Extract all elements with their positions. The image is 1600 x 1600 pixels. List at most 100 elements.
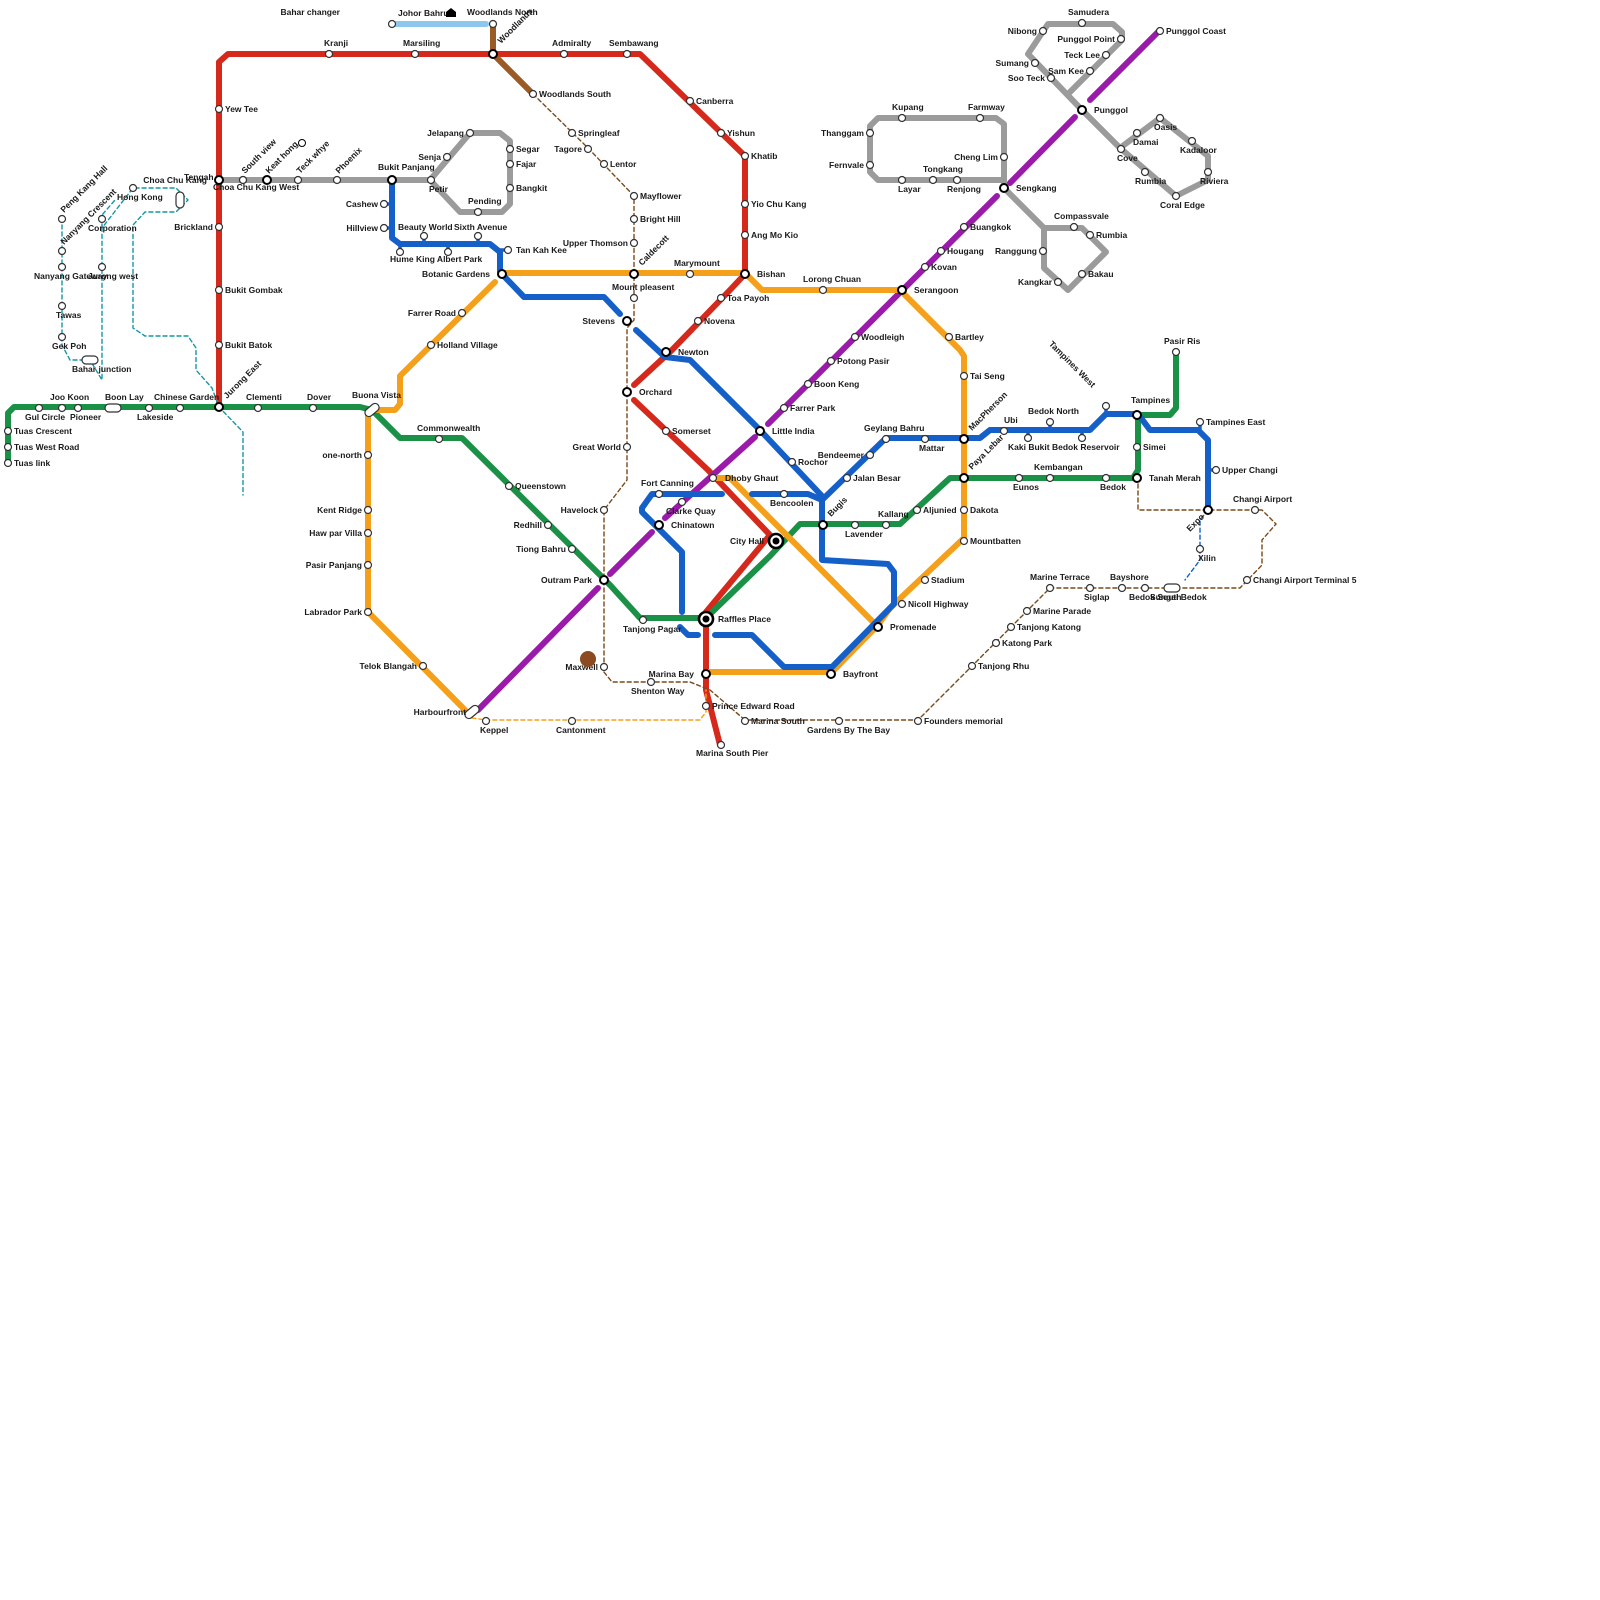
nanyang-gateway-station[interactable]	[57, 262, 67, 272]
bugis-station[interactable]	[818, 520, 828, 530]
little-india-station[interactable]	[755, 426, 765, 436]
tai-seng-station[interactable]	[959, 371, 969, 381]
bedok-north-station[interactable]	[1045, 417, 1055, 427]
senja-station[interactable]	[442, 152, 452, 162]
hume-station[interactable]	[395, 247, 405, 257]
bukit-panjang-station[interactable]	[387, 175, 397, 185]
pioneer-station[interactable]	[73, 403, 83, 413]
toa-payoh-station[interactable]	[716, 293, 726, 303]
paya-lebar-station[interactable]	[959, 473, 969, 483]
bahar-junction-station[interactable]	[81, 355, 99, 365]
jurong-east-station[interactable]	[214, 402, 224, 412]
teck-lee-station[interactable]	[1101, 50, 1111, 60]
yishun-station[interactable]	[716, 128, 726, 138]
kent-ridge-station[interactable]	[363, 505, 373, 515]
jelapang-station[interactable]	[465, 128, 475, 138]
aljunied-station[interactable]	[912, 505, 922, 515]
bayfront-station[interactable]	[826, 669, 836, 679]
gul-circle-station[interactable]	[34, 403, 44, 413]
shenton-way-station[interactable]	[646, 677, 656, 687]
beauty-world-station[interactable]	[419, 231, 429, 241]
clarke-quay-station[interactable]	[677, 497, 687, 507]
lorong-chuan-station[interactable]	[818, 285, 828, 295]
bayshore-station[interactable]	[1117, 583, 1127, 593]
farrer-park-station[interactable]	[779, 403, 789, 413]
nibong-station[interactable]	[1038, 26, 1048, 36]
telok-blangah-station[interactable]	[418, 661, 428, 671]
segar-station[interactable]	[505, 144, 515, 154]
redhill-station[interactable]	[543, 520, 553, 530]
samudera-station[interactable]	[1077, 18, 1087, 28]
upper-changi-station[interactable]	[1211, 465, 1221, 475]
marine-parade-station[interactable]	[1022, 606, 1032, 616]
mountbatten-station[interactable]	[959, 536, 969, 546]
great-world-station[interactable]	[622, 442, 632, 452]
holland-village-station[interactable]	[426, 340, 436, 350]
damai-station[interactable]	[1132, 128, 1142, 138]
lavender-station[interactable]	[850, 520, 860, 530]
bangkit-station[interactable]	[505, 183, 515, 193]
pasir-panjang-station[interactable]	[363, 560, 373, 570]
sembawang-station[interactable]	[622, 49, 632, 59]
changi-t5-station[interactable]	[1242, 575, 1252, 585]
gek-poh-station[interactable]	[57, 332, 67, 342]
one-north-station[interactable]	[363, 450, 373, 460]
tagore-station[interactable]	[583, 144, 593, 154]
rochor-station[interactable]	[787, 457, 797, 467]
tampines-west-station[interactable]	[1101, 401, 1111, 411]
tiong-bahru-station[interactable]	[567, 544, 577, 554]
phoenix-station[interactable]	[332, 175, 342, 185]
farrer-road-station[interactable]	[457, 308, 467, 318]
woodleigh-station[interactable]	[850, 332, 860, 342]
admiralty-station[interactable]	[559, 49, 569, 59]
potong-pasir-station[interactable]	[826, 356, 836, 366]
tampines-station[interactable]	[1132, 410, 1142, 420]
bencoolen-station[interactable]	[779, 489, 789, 499]
queenstown-station[interactable]	[504, 481, 514, 491]
mayflower-station[interactable]	[629, 191, 639, 201]
geylang-bahru-station[interactable]	[881, 434, 891, 444]
fort-canning-station[interactable]	[654, 489, 664, 499]
marymount-station[interactable]	[685, 269, 695, 279]
cheng-lim-station[interactable]	[999, 152, 1009, 162]
kranji-station[interactable]	[324, 49, 334, 59]
macpherson-station[interactable]	[959, 434, 969, 444]
farmway-station[interactable]	[975, 113, 985, 123]
siglap-station[interactable]	[1085, 583, 1095, 593]
bakau-station[interactable]	[1077, 269, 1087, 279]
fernvale-station[interactable]	[865, 160, 875, 170]
bukit-gombak-station[interactable]	[214, 285, 224, 295]
commonwealth-station[interactable]	[434, 434, 444, 444]
katong-park-station[interactable]	[991, 638, 1001, 648]
layar-station[interactable]	[897, 175, 907, 185]
somerset-station[interactable]	[661, 426, 671, 436]
jalan-besar-station[interactable]	[842, 473, 852, 483]
tuas-crescent-station[interactable]	[3, 426, 13, 436]
south-view-station[interactable]	[238, 175, 248, 185]
choa-chu-kang-station[interactable]	[214, 175, 224, 185]
jurong-west-station[interactable]	[97, 262, 107, 272]
changi-airport-station[interactable]	[1250, 505, 1260, 515]
maxwell-station[interactable]	[599, 662, 609, 672]
canberra-station[interactable]	[685, 96, 695, 106]
tampines-east-station[interactable]	[1195, 417, 1205, 427]
mattar-station[interactable]	[920, 434, 930, 444]
compassvale-station[interactable]	[1069, 222, 1079, 232]
keat-hong-station[interactable]	[262, 175, 272, 185]
joo-koon-station[interactable]	[57, 403, 67, 413]
hougang-station[interactable]	[936, 246, 946, 256]
hong-kong-station[interactable]	[128, 183, 138, 193]
ranggung-station[interactable]	[1038, 246, 1048, 256]
simei-station[interactable]	[1132, 442, 1142, 452]
upper-thomson-station[interactable]	[629, 238, 639, 248]
marina-bay-station[interactable]	[701, 669, 711, 679]
founders-memorial-station[interactable]	[913, 716, 923, 726]
bedok-south-station[interactable]	[1140, 583, 1150, 593]
petir-station[interactable]	[426, 175, 436, 185]
kovan-station[interactable]	[920, 262, 930, 272]
teck-whye-station[interactable]	[293, 175, 303, 185]
sixth-avenue-station[interactable]	[473, 231, 483, 241]
chinese-garden-station[interactable]	[175, 403, 185, 413]
bukit-batok-station[interactable]	[214, 340, 224, 350]
woodlands-north-station[interactable]	[488, 19, 498, 29]
